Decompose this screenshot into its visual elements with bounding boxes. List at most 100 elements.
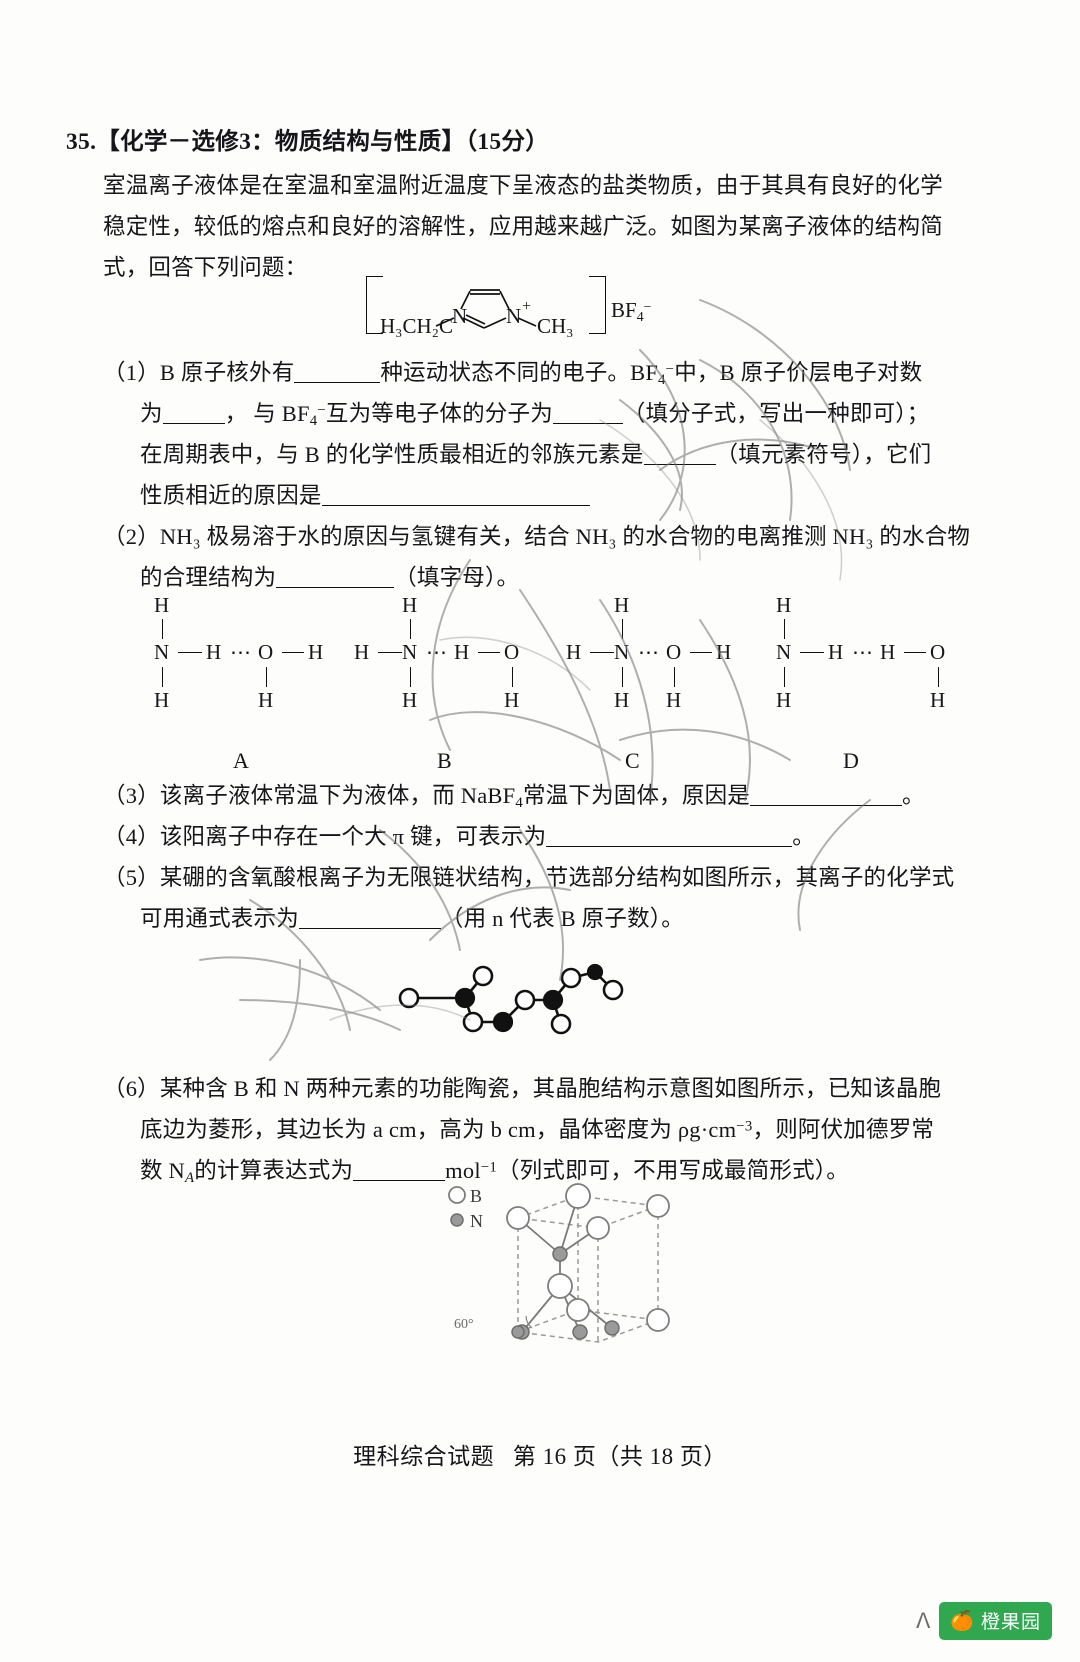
nh3-structure-c: H H N ⋯ O H H H [552,595,742,715]
structure-c-bond-v1 [622,619,623,639]
q3-label: （3） [103,783,160,808]
q6-sup-2: −1 [480,1159,497,1176]
structure-d-bottom-left-h: H [776,688,792,712]
q1-text-g: （填分子式，写出一种即可）； [622,401,930,426]
q2-blank-1[interactable] [276,567,395,588]
structure-c-bottom-right-h: H [666,688,682,712]
q1-sup-1: − [665,361,675,378]
q1-blank-5[interactable] [321,485,590,506]
q1-sub-2: 4 [309,413,318,430]
q1-blank-3[interactable] [552,403,623,424]
q1-text-b: 种运动状态不同的电子。BF [380,360,659,385]
structure-c-n: N [614,640,630,664]
q1-sup-2: − [317,402,326,419]
q3-text-a: 该离子液体常温下为液体，而 NaBF [159,783,516,808]
q6-text-c: ，则阿伏加德罗常 [752,1117,935,1142]
page-title: 35.【化学－选修3：物质结构与性质】（15分） [66,122,549,156]
structure-d-bond-v2 [784,667,785,687]
structure-c-left-h: H [566,640,582,664]
structure-b-bond-v1 [410,619,411,639]
structure-a-hbond-dots: ⋯ [230,640,252,664]
ionic-liquid-formula: N N + H₃CH₂C CH₃ BF4− [366,276,656,338]
structure-c-bond-h2 [690,652,712,653]
q5-line-1: （5）某硼的含氧酸根离子为无限链状结构，节选部分结构如图所示，其离子的化学式 [103,860,954,892]
q1-text-d: 为 [140,401,163,426]
q3-period: 。 [901,783,925,808]
structure-a-letter: A [233,748,249,773]
q6-blank[interactable] [353,1160,446,1181]
structure-d-letter: D [843,748,859,773]
q4-period: 。 [792,824,815,849]
q5-text-b: 可用通式表示为 [140,906,299,931]
nh3-structure-a: H N H ⋯ O H H H [140,595,323,715]
structure-d-bottom-right-h: H [930,688,946,712]
q3-line: （3）该离子液体常温下为液体，而 NaBF4常温下为固体，原因是。 [103,778,925,812]
q1-blank-4[interactable] [643,444,716,465]
q5-text-a: 某硼的含氧酸根离子为无限链状结构，节选部分结构如图所示，其离子的化学式 [159,865,955,890]
q6-text-e: 的计算表达式为 [194,1158,354,1183]
q2-label: （2） [103,524,160,549]
structure-a-bottom-right-h: H [258,688,274,712]
q1-line-4: 性质相近的原因是 [140,478,590,510]
brand-watermark: ᐱ 🍊 橙果园 [916,1602,1052,1640]
ring-nitrogen-left: N [452,304,468,328]
brand-leaf-icon: 🍊 [950,1610,975,1632]
q1-text-f: 互为等电子体的分子为 [325,401,553,426]
structure-b-bottom-right-h: H [504,688,520,712]
q3-blank[interactable] [749,785,902,806]
intro-line-1: 室温离子液体是在室温和室温附近温度下呈液态的盐类物质，由于其具有良好的化学 [103,173,943,198]
structure-b-n: N [402,640,418,664]
structure-c-bond-v2 [622,667,623,687]
q6-sup-1: −3 [736,1118,753,1135]
brand-name: 橙果园 [980,1612,1041,1633]
q6-line-1: （6）某种含 B 和 N 两种元素的功能陶瓷，其晶胞结构示意图如图所示，已知该晶… [103,1071,941,1103]
structure-b-bond-v2 [410,667,411,687]
q1-text-e: ， 与 BF [224,401,310,426]
structure-d-n: N [776,640,792,664]
question-title-text: 【化学－选修3：物质结构与性质】（15分） [96,129,550,155]
structure-a-bond-v1 [162,619,163,639]
structure-a-bond-h1 [178,652,202,653]
structure-d-bond-h1 [800,652,824,653]
crystal-unit-cell-figure: B N 60° [440,1182,690,1387]
brand-badge: 🍊 橙果园 [939,1602,1052,1640]
structure-b-bottom-left-h: H [402,688,418,712]
polyborate-chain-figure [395,950,645,1045]
structure-a-bond-h2 [282,652,304,653]
q6-text-a: 某种含 B 和 N 两种元素的功能陶瓷，其晶胞结构示意图如图所示，已知该晶胞 [159,1076,942,1101]
structure-d-hbond-dots: ⋯ [852,640,874,664]
question-number: 35. [66,129,97,155]
tetrafluoroborate-anion: BF4− [611,298,651,325]
ring-nitrogen-right: N [506,304,522,328]
q5-blank[interactable] [298,908,441,929]
structure-b-letter: B [437,748,452,773]
q5-line-2: 可用通式表示为 （用 n 代表 B 原子数）。 [140,901,684,933]
structure-b-bond-h1 [378,652,402,653]
q4-line: （4）该阳离子中存在一个大 π 键，可表示为。 [103,819,815,851]
q2-line-1: （2）NH₃ 极易溶于水的原因与氢键有关，结合 NH₃ 的水合物的电离推测 NH… [103,519,970,551]
q6-text-f: mol [445,1158,481,1183]
q1-label: （1） [103,360,160,385]
q2-text-b: 的合理结构为 [140,565,277,590]
q1-text-a: B 原子核外有 [159,360,295,385]
q6-text-g: （列式即可，不用写成最简形式）。 [496,1158,849,1183]
structure-a-h-donor: H [206,640,222,664]
structure-a-bond-v2 [162,667,163,687]
q1-blank-2[interactable] [162,403,225,424]
anion-symbol: BF [611,298,637,322]
structure-b-h: H [454,640,470,664]
structure-c-o: O [666,640,682,664]
structure-c-bond-h1 [590,652,614,653]
q6-sub-na: A [184,1170,195,1187]
nh3-structure-d: H N H ⋯ H O H H [762,595,962,715]
q1-text-i: （填元素符号），它们 [715,442,932,467]
q5-text-c: （用 n 代表 B 原子数）。 [440,906,684,931]
intro-line-3: 式，回答下列问题： [103,255,308,280]
structure-d-o: O [930,640,946,664]
q1-blank-1[interactable] [294,362,381,383]
q4-blank[interactable] [546,826,793,847]
angle-label: 60° [454,1317,474,1332]
q1-text-h: 在周期表中，与 B 的化学性质最相近的邻族元素是 [140,442,644,467]
ethyl-group-label: H₃CH₂C [380,314,453,338]
